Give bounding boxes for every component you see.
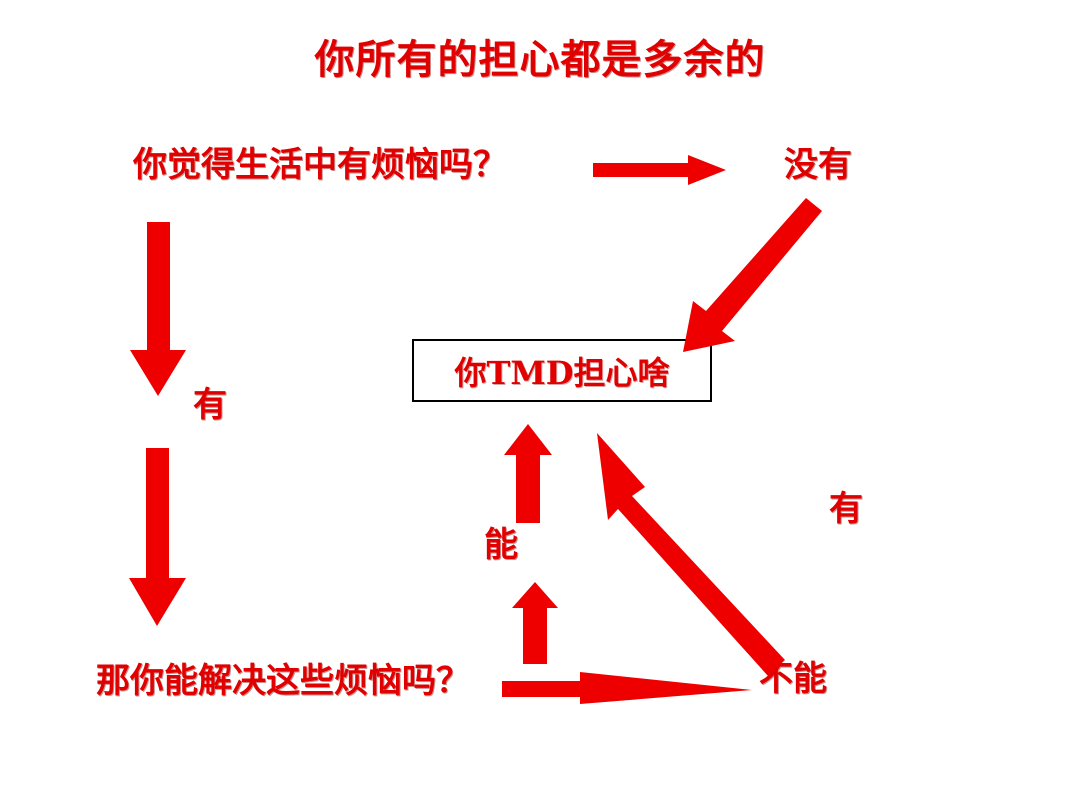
arrow-can-to-conclusion-lower-icon — [512, 582, 558, 664]
page-title: 你所有的担心都是多余的 — [314, 36, 766, 83]
question-1-text: 你觉得生活中有烦恼吗？ — [133, 145, 507, 185]
conclusion-box: 你TMD担心啥 — [412, 339, 712, 402]
label-can: 能 — [484, 525, 518, 565]
label-have-right: 有 — [829, 489, 863, 529]
label-no-worry: 没有 — [784, 145, 852, 185]
label-have-left: 有 — [193, 385, 227, 425]
label-cannot: 不能 — [759, 659, 827, 699]
arrow-q1-to-have-icon — [130, 222, 186, 396]
arrow-no-worry-to-conclusion-icon — [683, 198, 822, 352]
conclusion-text: 你TMD担心啥 — [454, 353, 670, 392]
arrow-cannot-to-conclusion-icon — [597, 433, 785, 676]
question-2-text: 那你能解决这些烦恼吗？ — [96, 661, 470, 701]
arrow-can-to-conclusion-upper-icon — [504, 424, 552, 523]
arrow-have-to-q2-icon — [129, 448, 186, 626]
arrow-q1-to-no-worry-icon — [593, 155, 726, 185]
arrow-q2-to-cannot-icon — [502, 672, 752, 704]
